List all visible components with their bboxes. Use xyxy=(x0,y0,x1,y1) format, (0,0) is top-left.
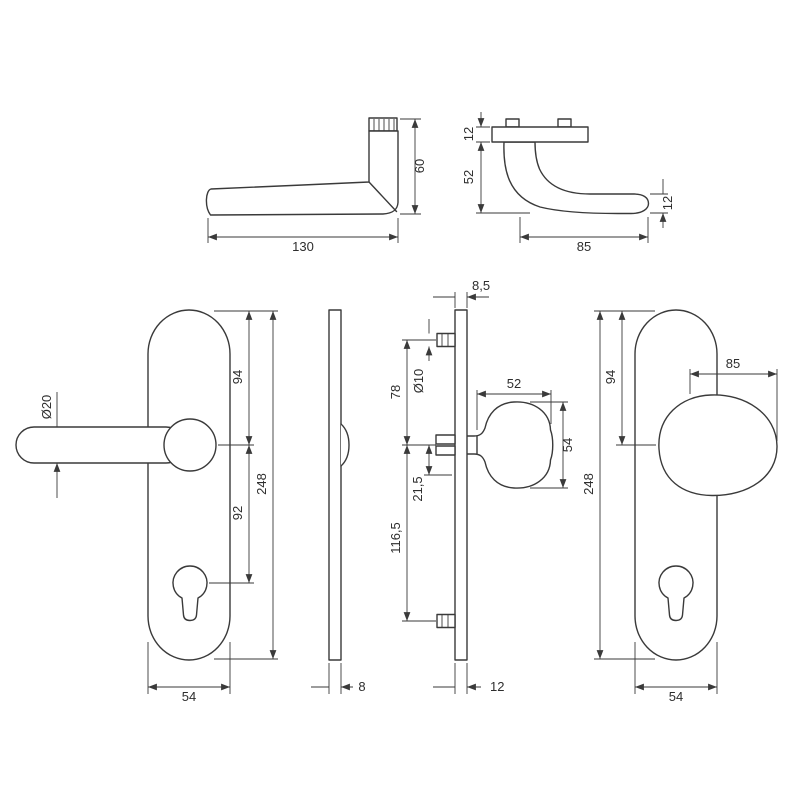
euro-cylinder-keyhole xyxy=(658,565,694,622)
dim-label-top-to-handle: 94 xyxy=(230,370,245,384)
dim-label-lever-length: 130 xyxy=(292,239,314,254)
ext-line xyxy=(454,663,468,694)
dim-label-spindle-to-screw: 116,5 xyxy=(388,522,403,554)
screw-detail xyxy=(441,614,449,628)
dim-label-knob-diameter: 54 xyxy=(560,438,575,452)
view-fixing-side: 8,5 Ø10 78 21,5 116,5 52 54 12 xyxy=(388,278,575,694)
knob-front xyxy=(658,394,778,497)
handle-rose xyxy=(163,418,217,472)
view-lever-plate: Ø20 94 92 248 54 xyxy=(15,309,278,704)
lever-outline xyxy=(205,130,399,216)
plate-side xyxy=(454,309,468,661)
dim-label-handle-to-cylinder: 92 xyxy=(230,506,245,520)
spindle-block-lower xyxy=(435,445,456,456)
dim-label-lever-height: 60 xyxy=(412,159,427,173)
dim-label-profile-thickness: 8 xyxy=(358,679,365,694)
dim-label-plate-depth: 12 xyxy=(490,679,504,694)
dim-label-top-to-knob: 94 xyxy=(603,370,618,384)
dim-label-plate-height: 248 xyxy=(254,473,269,495)
spindle-cap xyxy=(368,117,398,132)
ext-line xyxy=(328,663,342,694)
dim-label-reach: 85 xyxy=(577,239,591,254)
ext-line xyxy=(402,339,452,622)
dim-label-rose-height: 12 xyxy=(461,127,476,141)
knob-profile xyxy=(466,401,554,489)
fixing-lug xyxy=(505,118,520,128)
fixing-lug xyxy=(557,118,572,128)
view-lever-side: 60 130 xyxy=(205,117,427,254)
dim-label-top-offset: 8,5 xyxy=(472,278,490,293)
view-knob-plate: 94 248 85 54 xyxy=(581,309,778,704)
knurl-lines xyxy=(373,119,395,131)
dim-label-plate-height: 248 xyxy=(581,473,596,495)
view-plate-profile: 8 xyxy=(311,309,366,694)
ext-line xyxy=(454,292,468,308)
dim-label-grip-diameter: Ø20 xyxy=(39,395,54,420)
fixing-screw-bottom xyxy=(436,613,456,629)
spindle-block-upper xyxy=(435,434,456,445)
miter-line xyxy=(368,181,398,213)
dim-label-plate-width: 54 xyxy=(669,689,683,704)
euro-cylinder-keyhole xyxy=(172,565,208,622)
lever-grip-front xyxy=(15,426,185,464)
rose-plate xyxy=(491,126,589,143)
handle-hub-profile xyxy=(340,423,350,467)
view-lever-front: 12 52 12 85 xyxy=(461,112,675,254)
dim-label-drop: 52 xyxy=(461,170,476,184)
dim-label-knob-length: 52 xyxy=(507,376,521,391)
dim-label-spindle-offset: 21,5 xyxy=(410,476,425,501)
dim-label-grip-thickness: 12 xyxy=(660,196,675,210)
lever-curve xyxy=(503,141,650,215)
fixing-screw-top xyxy=(436,332,456,348)
dim-label-screw-to-spindle: 78 xyxy=(388,385,403,399)
screw-detail xyxy=(441,333,449,347)
backplate xyxy=(147,309,231,661)
plate-profile xyxy=(328,309,342,661)
dim-label-screw-diameter: Ø10 xyxy=(411,369,426,394)
dim-label-knob-width: 85 xyxy=(726,356,740,371)
dim-label-plate-width: 54 xyxy=(182,689,196,704)
